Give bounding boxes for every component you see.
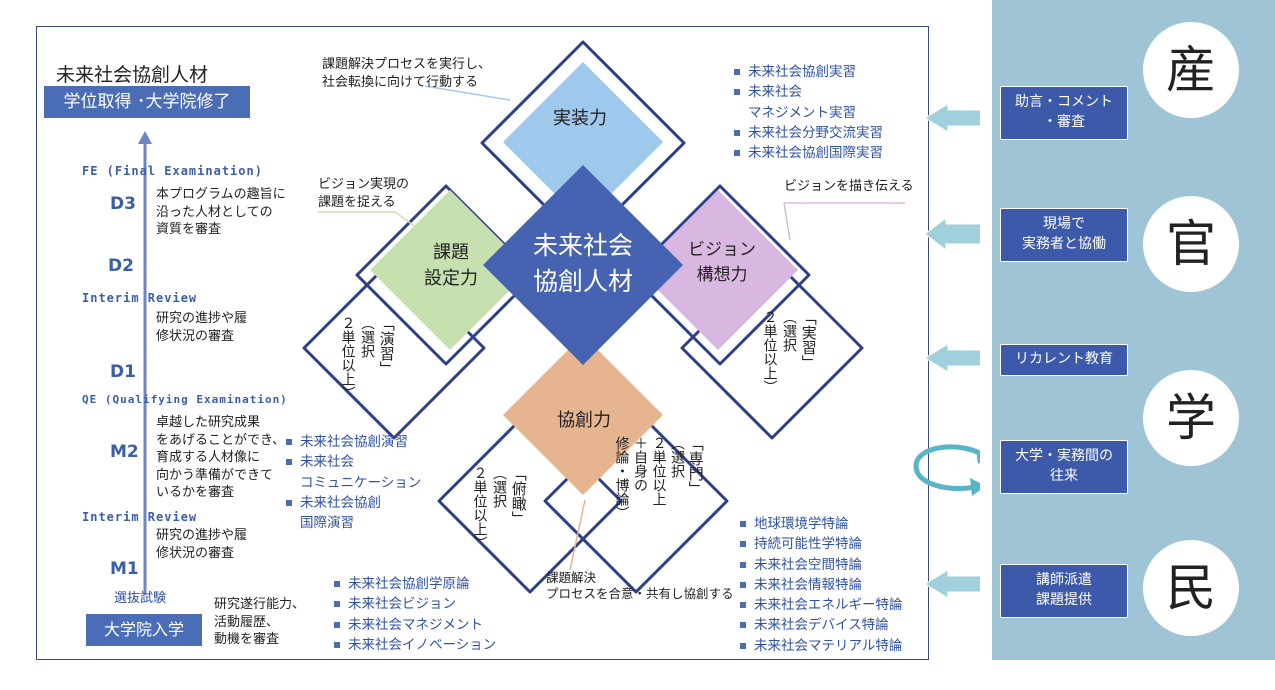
d2-label: D2: [108, 256, 134, 276]
list-ensyu: 未来社会協創演習 未来社会 コミュニケーション 未来社会協創 国際演習: [286, 432, 421, 533]
d3-note: 本プログラムの趣旨に沿った人材としての資質を審査: [156, 187, 286, 238]
list-fukan: 未来社会協創学原論 未来社会ビジョン 未来社会マネジメント 未来社会イノベーショ…: [334, 574, 496, 655]
goal-box: 学位取得 ･大学院修了: [44, 86, 250, 118]
callout-right: ビジョンを描き伝える: [784, 179, 914, 194]
top-diamond: [503, 62, 663, 222]
center-diamond: [483, 165, 683, 365]
top-label: 実装力: [553, 108, 607, 129]
char-san: 産: [1143, 22, 1239, 118]
center-label: 未来社会協創人材: [532, 231, 633, 297]
side-box-recurrent: リカレント教育: [1000, 344, 1128, 376]
interim2-note: 研究の進捗や履修状況の審査: [156, 528, 248, 561]
senmon-label: 「専門」 （選択 ２単位以上 ＋自身の 修論・博論）: [613, 436, 705, 520]
diamond-graphic: [302, 40, 980, 599]
entry-box: 大学院入学: [86, 614, 202, 646]
m2-label: M2: [110, 442, 139, 462]
fe-label: FE (Final Examination): [82, 164, 263, 178]
qe-label: QE (Qualifying Examination): [82, 393, 288, 406]
left-diamond: [370, 190, 530, 350]
d1-label: D1: [110, 362, 136, 382]
list-senmon: 地球環境学特論 持続可能性学特論 未来社会空間特論 未来社会情報特論 未来社会エ…: [740, 514, 903, 656]
char-kan: 官: [1143, 196, 1239, 292]
m1-label: M1: [110, 559, 139, 579]
left-title: 未来社会協創人材: [56, 64, 209, 86]
interim-review-2: Interim Review: [82, 510, 198, 524]
bottom-label: 協創力: [557, 410, 611, 431]
list-jisso: 未来社会協創実習 未来社会 マネジメント実習 未来社会分野交流実習 未来社会協創…: [734, 62, 883, 163]
callout-bottom: 課題解決プロセスを合意・共有し協創する: [546, 570, 734, 602]
char-gaku: 学: [1143, 370, 1239, 466]
jisshu-label: 「実習」 （選択 ２単位以上）: [761, 310, 818, 394]
arrow-5: [924, 569, 980, 599]
main-frame: [36, 26, 929, 660]
arrow-3: [924, 343, 980, 373]
side-box-advice: 助言・コメント・審査: [1000, 86, 1128, 140]
callout-line-bottom: [569, 499, 586, 571]
m2-note: 卓越した研究成果をあげることができ、育成する人材像に向かう準備ができているかを審…: [156, 415, 286, 501]
callout-left: ビジョン実現の課題を捉える: [318, 177, 410, 210]
interim1-note: 研究の進捗や履修状況の審査: [156, 311, 248, 344]
callout-line-right-2: [783, 202, 791, 241]
selection-label: 選抜試験: [114, 591, 167, 606]
timeline-arrow: [138, 131, 152, 595]
side-box-exchange: 大学・実務間の往来: [1000, 440, 1128, 494]
bottom-diamond: [503, 335, 663, 495]
arrow-1: [924, 103, 980, 133]
char-min: 民: [1143, 540, 1239, 636]
arrow-2: [924, 216, 980, 252]
cycle-arrow: [913, 444, 980, 491]
ensyu-label: 「演習」 （選択 ２単位以上）: [339, 316, 396, 400]
right-diamond: [638, 190, 798, 350]
d3-label: D3: [110, 194, 136, 214]
interim-review-1: Interim Review: [82, 291, 198, 305]
fukan-label: 「俯瞰」 （選択 ２単位以上）: [471, 466, 528, 550]
selection-note: 研究遂行能力、活動履歴、動機を審査: [214, 597, 306, 648]
right-label: ビジョン構想力: [688, 240, 756, 285]
side-box-lecturer: 講師派遣課題提供: [1000, 564, 1128, 618]
side-box-field: 現場で実務者と協働: [1000, 208, 1128, 262]
callout-line-top: [424, 85, 511, 101]
left-label: 課題設定力: [424, 242, 478, 290]
callout-top: 課題解決プロセスを実行し、社会転換に向けて行動する: [322, 57, 492, 90]
callout-line-left: [318, 211, 421, 231]
